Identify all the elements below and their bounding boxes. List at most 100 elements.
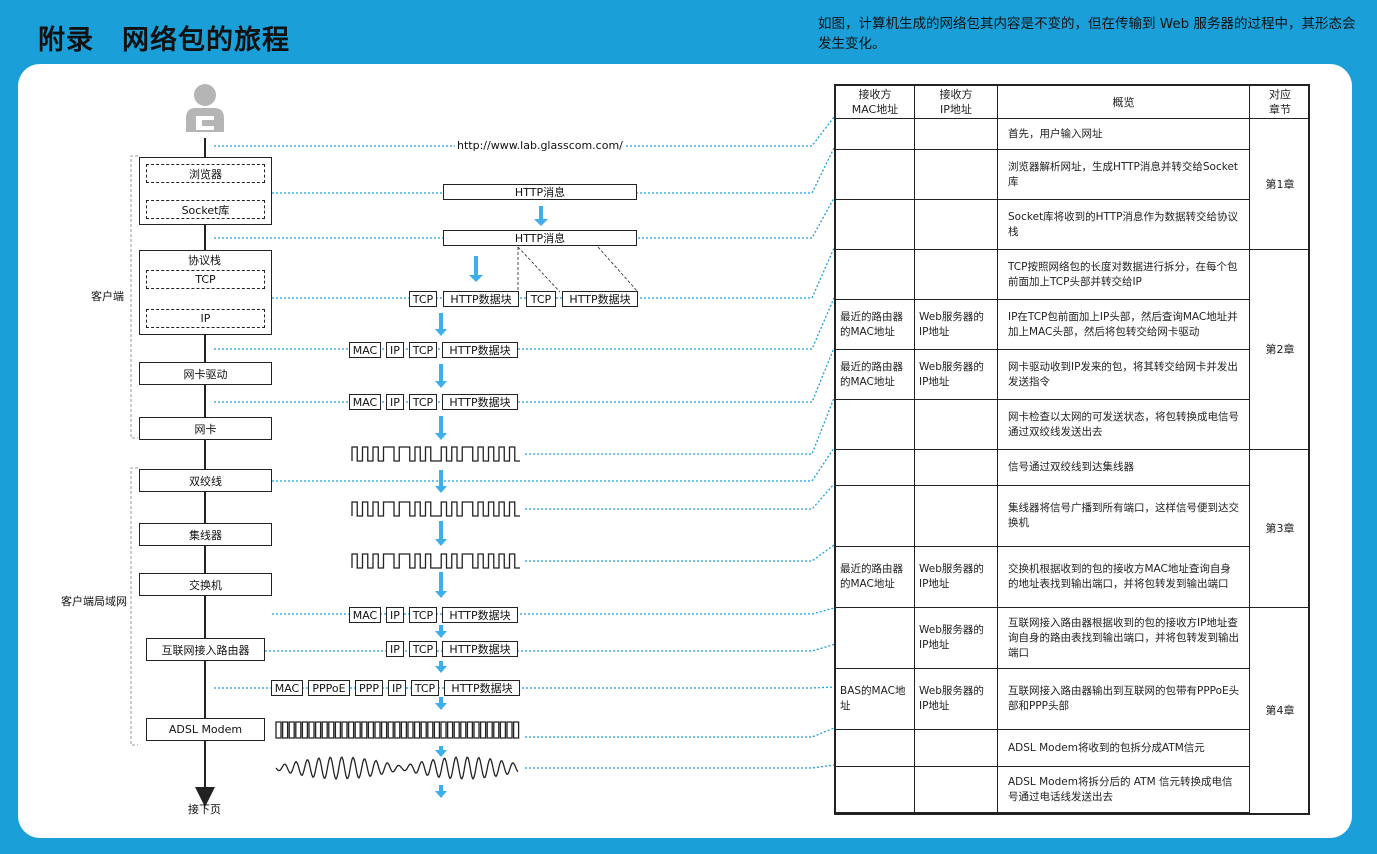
ip-header: IP (386, 641, 404, 657)
table-cell-ip: Web服务器的IP地址 (915, 300, 998, 350)
table-cell-desc-text: 集线器将信号广播到所有端口，这样信号便到达交换机 (1008, 502, 1239, 529)
table-cell-chapter-text: 第1章 (1265, 177, 1295, 191)
table-cell-desc: TCP按照网络包的长度对数据进行拆分，在每个包前面加上TCP头部并转交给IP (998, 250, 1250, 300)
table-cell-mac (836, 119, 915, 150)
tcp-header: TCP (526, 291, 556, 307)
modem-box: ADSL Modem (146, 718, 265, 741)
pppoe-header: PPPoE (308, 680, 350, 696)
flow-arrow (435, 785, 447, 798)
table-header-text: 对应 章节 (1269, 88, 1291, 116)
table-cell-ip (915, 450, 998, 486)
table-cell-mac (836, 730, 915, 767)
app-group-box (139, 157, 272, 225)
table-cell-desc-text: TCP按照网络包的长度对数据进行拆分，在每个包前面加上TCP头部并转交给IP (1008, 260, 1238, 288)
table-cell-desc-text: 互联网接入路由器根据收到的包的接收方IP地址查询自身的路由表找到输出端口，并将包… (1008, 616, 1239, 659)
table-cell-mac: 最近的路由器的MAC地址 (836, 350, 915, 400)
table-cell-ip-text: Web服务器的IP地址 (919, 360, 984, 388)
table-cell-mac (836, 767, 915, 813)
connector-line (525, 544, 835, 562)
flow-arrow (435, 364, 447, 388)
table-cell-desc-text: 浏览器解析网址，生成HTTP消息并转交给Socket库 (1008, 160, 1239, 188)
table-cell-mac (836, 200, 915, 250)
table-cell-desc-text: Socket库将收到的HTTP消息作为数据转交给协议栈 (1008, 210, 1239, 238)
table-cell-desc: 浏览器解析网址，生成HTTP消息并转交给Socket库 (998, 150, 1250, 200)
analog-signal (275, 755, 519, 781)
table-cell-ip (915, 730, 998, 767)
table-cell-ip (915, 150, 998, 200)
table-cell-ip: Web服务器的IP地址 (915, 608, 998, 669)
connector-line (214, 297, 835, 350)
switch-box: 交换机 (139, 573, 272, 596)
hub-box: 集线器 (139, 523, 272, 546)
connector-line (214, 686, 835, 689)
tcp-header: TCP (409, 607, 437, 623)
connector-line (272, 447, 835, 482)
table-cell-desc: 交换机根据收到的包的接收方MAC地址查询自身的地址表找到输出端口，并将包转发到输… (998, 547, 1250, 608)
table-cell-ip: Web服务器的IP地址 (915, 669, 998, 730)
table-cell-mac-text: 最近的路由器的MAC地址 (840, 563, 903, 590)
flow-arrow (435, 625, 447, 638)
http-data-block: HTTP数据块 (442, 394, 518, 410)
http-message: HTTP消息 (443, 230, 637, 246)
table-cell-desc-text: ADSL Modem将拆分后的 ATM 信元转换成电信号通过电话线发送出去 (1008, 775, 1233, 803)
table-cell-mac (836, 450, 915, 486)
mac-header: MAC (349, 342, 381, 358)
table-cell-desc: IP在TCP包前面加上IP头部，然后查询MAC地址并加上MAC头部，然后将包转交… (998, 300, 1250, 350)
table-cell-mac (836, 250, 915, 300)
tcp-box: TCP (146, 270, 265, 289)
table-cell-desc: 网卡驱动收到IP发来的包，将其转交给网卡并发出发送指令 (998, 350, 1250, 400)
table-cell-desc: ADSL Modem将收到的包拆分成ATM信元 (998, 730, 1250, 767)
intro-text: 如图，计算机生成的网络包其内容是不变的，但在传输到 Web 服务器的过程中，其形… (818, 16, 1356, 52)
table-cell-ip: Web服务器的IP地址 (915, 350, 998, 400)
ip-header: IP (388, 680, 406, 696)
mac-header: MAC (349, 394, 381, 410)
tcp-header: TCP (409, 641, 437, 657)
electric-signal (351, 501, 520, 517)
table-cell-mac: 最近的路由器的MAC地址 (836, 300, 915, 350)
protocol-stack-box (139, 250, 272, 335)
table-cell-desc-text: 互联网接入路由器输出到互联网的包带有PPPoE头部和PPP头部 (1008, 685, 1240, 712)
table-cell-desc: ADSL Modem将拆分后的 ATM 信元转换成电信号通过电话线发送出去 (998, 767, 1250, 813)
protocol-stack-label: 协议栈 (188, 254, 221, 267)
tcp-header: TCP (409, 394, 437, 410)
table-cell-chapter-text: 第2章 (1265, 343, 1295, 356)
connector-line (525, 727, 835, 738)
table-cell-ip (915, 250, 998, 300)
table-cell-ip (915, 119, 998, 150)
table-cell-mac: BAS的MAC地址 (836, 669, 915, 730)
table-cell-mac: 最近的路由器的MAC地址 (836, 547, 915, 608)
router-box: 互联网接入路由器 (146, 638, 265, 661)
group-client-label: 客户端 (91, 290, 124, 303)
client-bracket (130, 155, 138, 439)
table-cell-ip: Web服务器的IP地址 (915, 547, 998, 608)
http-data-block: HTTP数据块 (442, 607, 518, 623)
table-cell-desc: Socket库将收到的HTTP消息作为数据转交给协议栈 (998, 200, 1250, 250)
http-message: HTTP消息 (443, 184, 637, 200)
http-data-block: HTTP数据块 (442, 641, 518, 657)
table-cell-desc-text: ADSL Modem将收到的包拆分成ATM信元 (1008, 741, 1205, 754)
flow-arrow (435, 697, 447, 710)
table-cell-chapter: 第1章 (1250, 119, 1310, 250)
flow-arrow (435, 661, 447, 673)
table-cell-ip-text: Web服务器的IP地址 (919, 685, 984, 712)
table-cell-desc: 集线器将信号广播到所有端口，这样信号便到达交换机 (998, 486, 1250, 547)
connector-line (214, 197, 835, 239)
table-cell-desc-text: 网卡驱动收到IP发来的包，将其转交给网卡并发出发送指令 (1008, 360, 1238, 388)
table-header-text: 接收方 IP地址 (939, 88, 973, 116)
connector-line (265, 643, 835, 652)
table-cell-ip (915, 767, 998, 813)
connector-line (525, 483, 835, 510)
table-cell-ip (915, 200, 998, 250)
table-cell-ip-text: Web服务器的IP地址 (919, 624, 984, 651)
table-cell-desc: 首先，用户输入网址 (998, 119, 1250, 150)
flow-arrow (435, 470, 447, 493)
table-header-text: 概览 (1112, 95, 1135, 109)
table-header: 对应 章节 (1250, 86, 1310, 119)
browser-box: 浏览器 (146, 164, 265, 183)
flow-arrow (435, 313, 447, 336)
http-data-block: HTTP数据块 (562, 291, 638, 307)
tcp-header: TCP (409, 342, 437, 358)
connector-line (525, 397, 835, 455)
